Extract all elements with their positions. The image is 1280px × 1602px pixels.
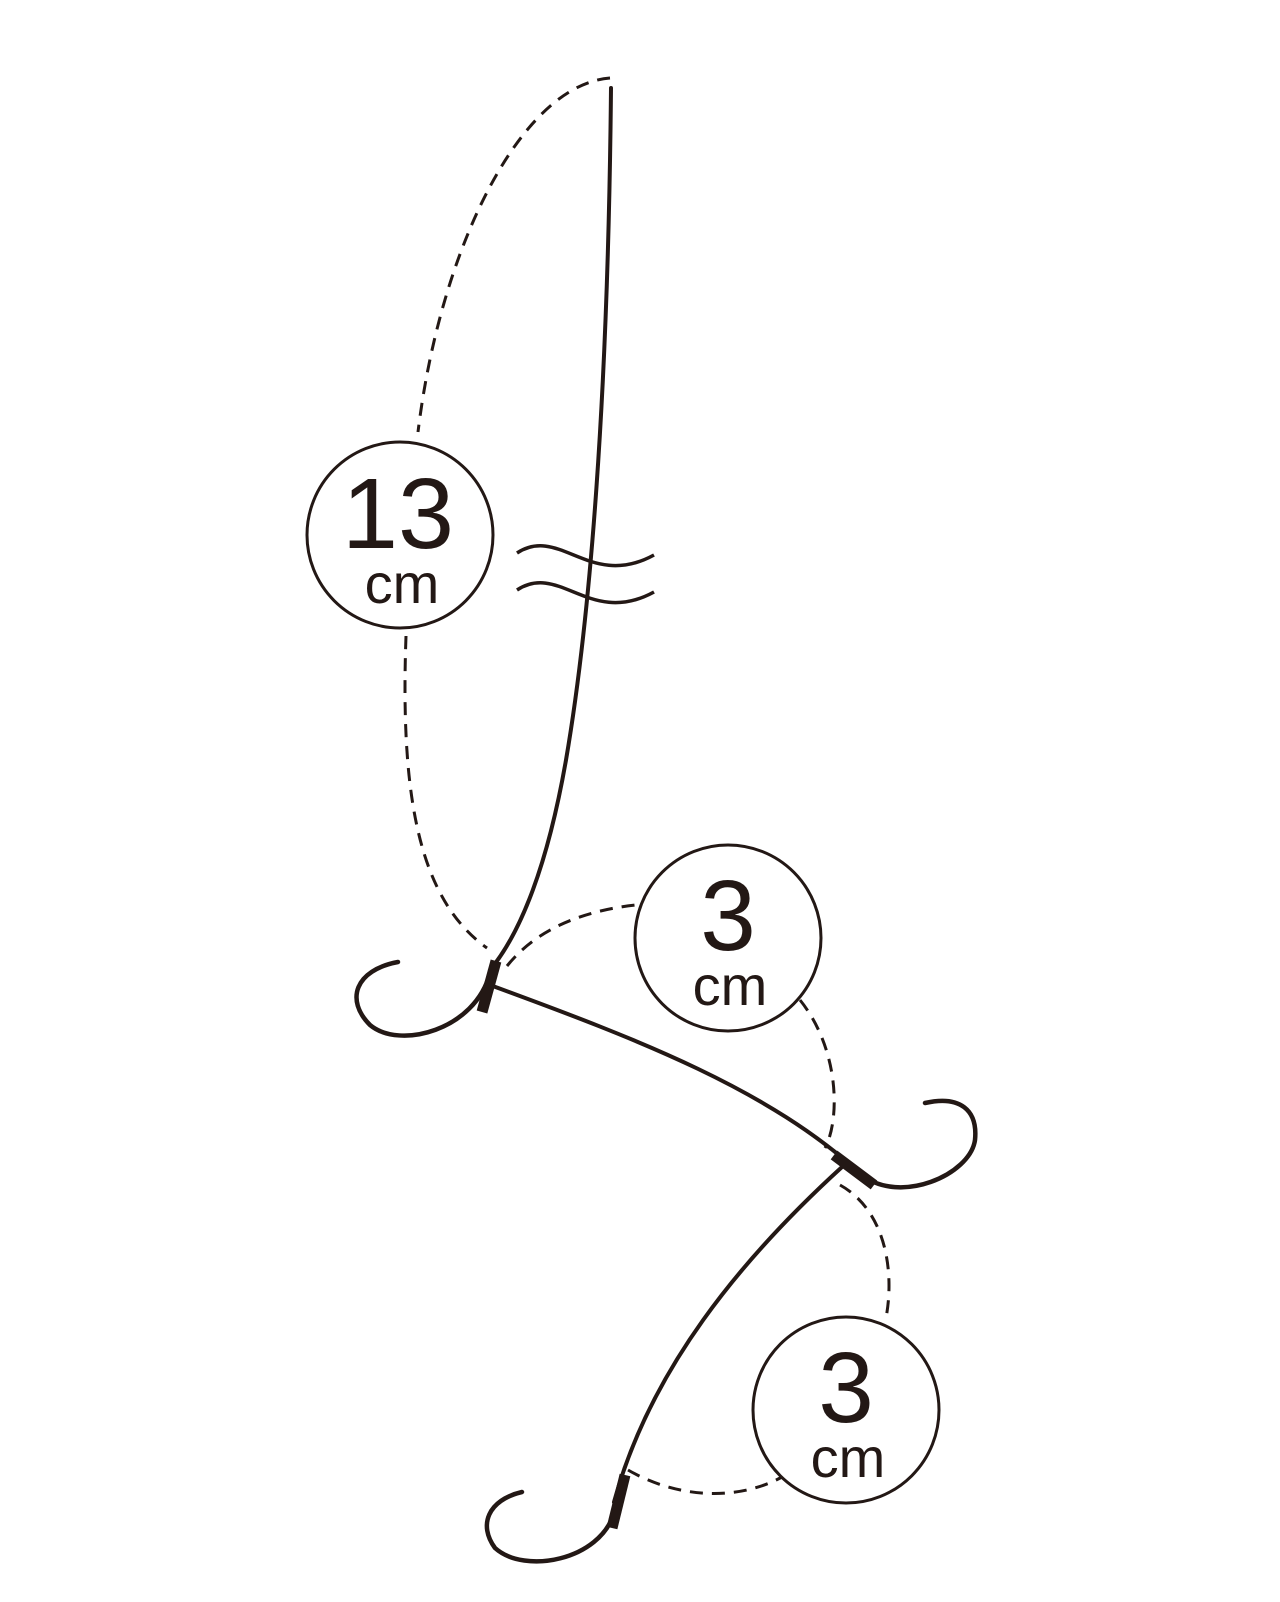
measure-guide-branch-2-lower xyxy=(627,1468,783,1495)
hook-2-icon xyxy=(830,1098,978,1190)
length-value-branch-1: 3 xyxy=(700,860,756,972)
length-unit-branch-2: cm xyxy=(811,1426,886,1489)
measure-guide-main xyxy=(416,76,611,433)
length-unit-main: cm xyxy=(365,552,440,615)
length-badge-main: 13 cm xyxy=(305,440,495,630)
length-badge-branch-2: 3 cm xyxy=(751,1315,941,1505)
length-value-branch-2: 3 xyxy=(818,1332,874,1444)
measure-guide-branch-2 xyxy=(839,1183,891,1319)
branch-line-2 xyxy=(612,1165,844,1504)
hook-1-icon xyxy=(354,959,502,1038)
measure-guide-branch-1-lower xyxy=(798,999,836,1149)
hook-3-icon xyxy=(484,1473,631,1564)
branch-line-1 xyxy=(488,983,864,1177)
length-unit-branch-1: cm xyxy=(693,954,768,1017)
measure-guide-branch-1 xyxy=(505,903,637,967)
measure-guide-main-lower xyxy=(403,635,488,950)
length-value-main: 13 xyxy=(342,458,454,570)
length-badge-branch-1: 3 cm xyxy=(633,843,823,1033)
main-line xyxy=(488,86,613,972)
line-break-symbol xyxy=(516,544,655,605)
